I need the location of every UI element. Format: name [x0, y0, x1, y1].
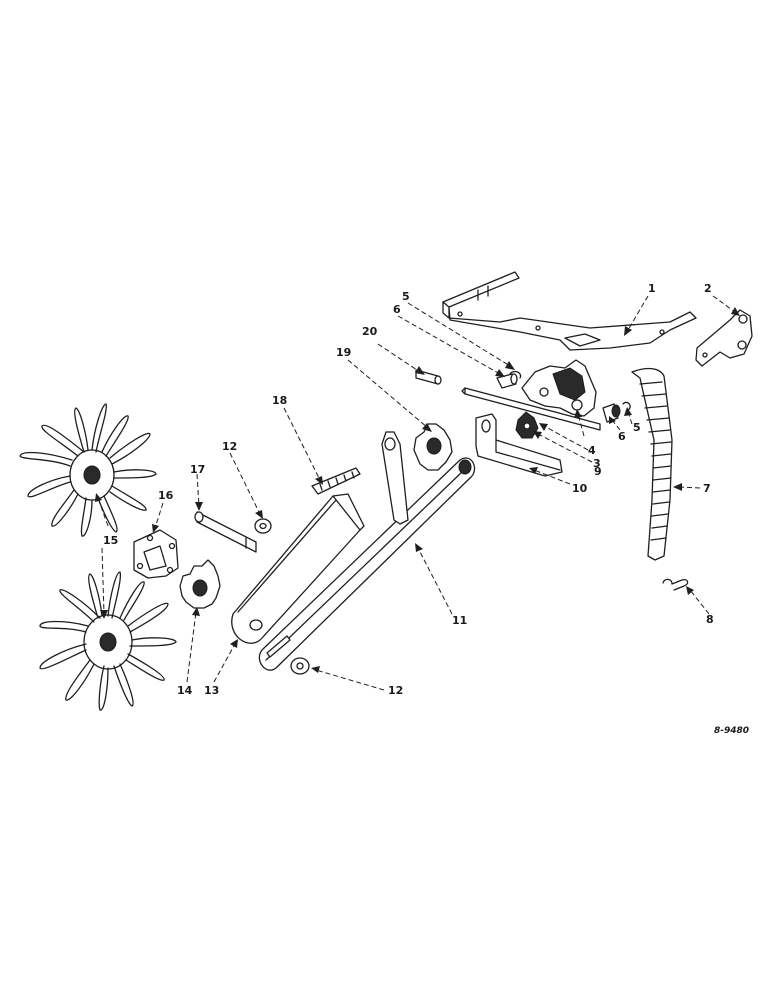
leader-lines — [95, 295, 740, 691]
callout-1: 1 — [648, 282, 656, 295]
callout-5: 5 — [633, 421, 641, 434]
frame-bracket-icon — [442, 271, 697, 351]
support-bracket-icon — [475, 413, 563, 477]
clip-icon — [662, 578, 689, 591]
hub-icon — [133, 529, 179, 579]
gear-icon — [515, 411, 539, 439]
callout-10: 10 — [572, 482, 588, 495]
callout-12: 12 — [388, 684, 403, 697]
callout-13: 13 — [204, 684, 219, 697]
chain-case-icon — [231, 493, 365, 644]
axle-icon — [194, 511, 257, 553]
callout-15: 15 — [103, 534, 118, 547]
bushing-icon — [496, 373, 621, 423]
callout-7: 7 — [703, 482, 711, 495]
callout-9: 9 — [594, 465, 602, 478]
mounting-plate-icon — [695, 309, 753, 367]
callout-5: 5 — [402, 290, 410, 303]
callout-17: 17 — [190, 463, 205, 476]
callout-18: 18 — [272, 394, 287, 407]
callout-19: 19 — [336, 346, 351, 359]
callout-12: 12 — [222, 440, 237, 453]
clutch-housing-icon — [521, 359, 597, 417]
chain-icon — [311, 467, 361, 495]
callout-labels: 1 2 3 4 5 5 6 6 7 8 9 10 11 12 12 13 14 … — [103, 282, 749, 736]
callout-11: 11 — [452, 614, 467, 627]
callout-16: 16 — [158, 489, 174, 502]
callout-6: 6 — [618, 430, 626, 443]
figure-reference-code: 8-9480 — [714, 726, 749, 736]
rotary-wheel-icon — [19, 403, 177, 711]
callout-6: 6 — [393, 303, 401, 316]
washer-icon — [254, 518, 310, 675]
callout-8: 8 — [706, 613, 714, 626]
callout-3: 3 — [593, 457, 601, 470]
snap-ring-icon — [509, 370, 631, 411]
callout-2: 2 — [704, 282, 712, 295]
callout-4: 4 — [588, 444, 596, 457]
sprocket-icon — [413, 423, 453, 471]
sprocket-icon — [179, 559, 221, 609]
callout-20: 20 — [362, 325, 378, 338]
arm-icon — [258, 431, 476, 671]
callout-14: 14 — [177, 684, 193, 697]
flexible-tube-icon — [631, 367, 673, 561]
shaft-icon — [461, 387, 601, 431]
